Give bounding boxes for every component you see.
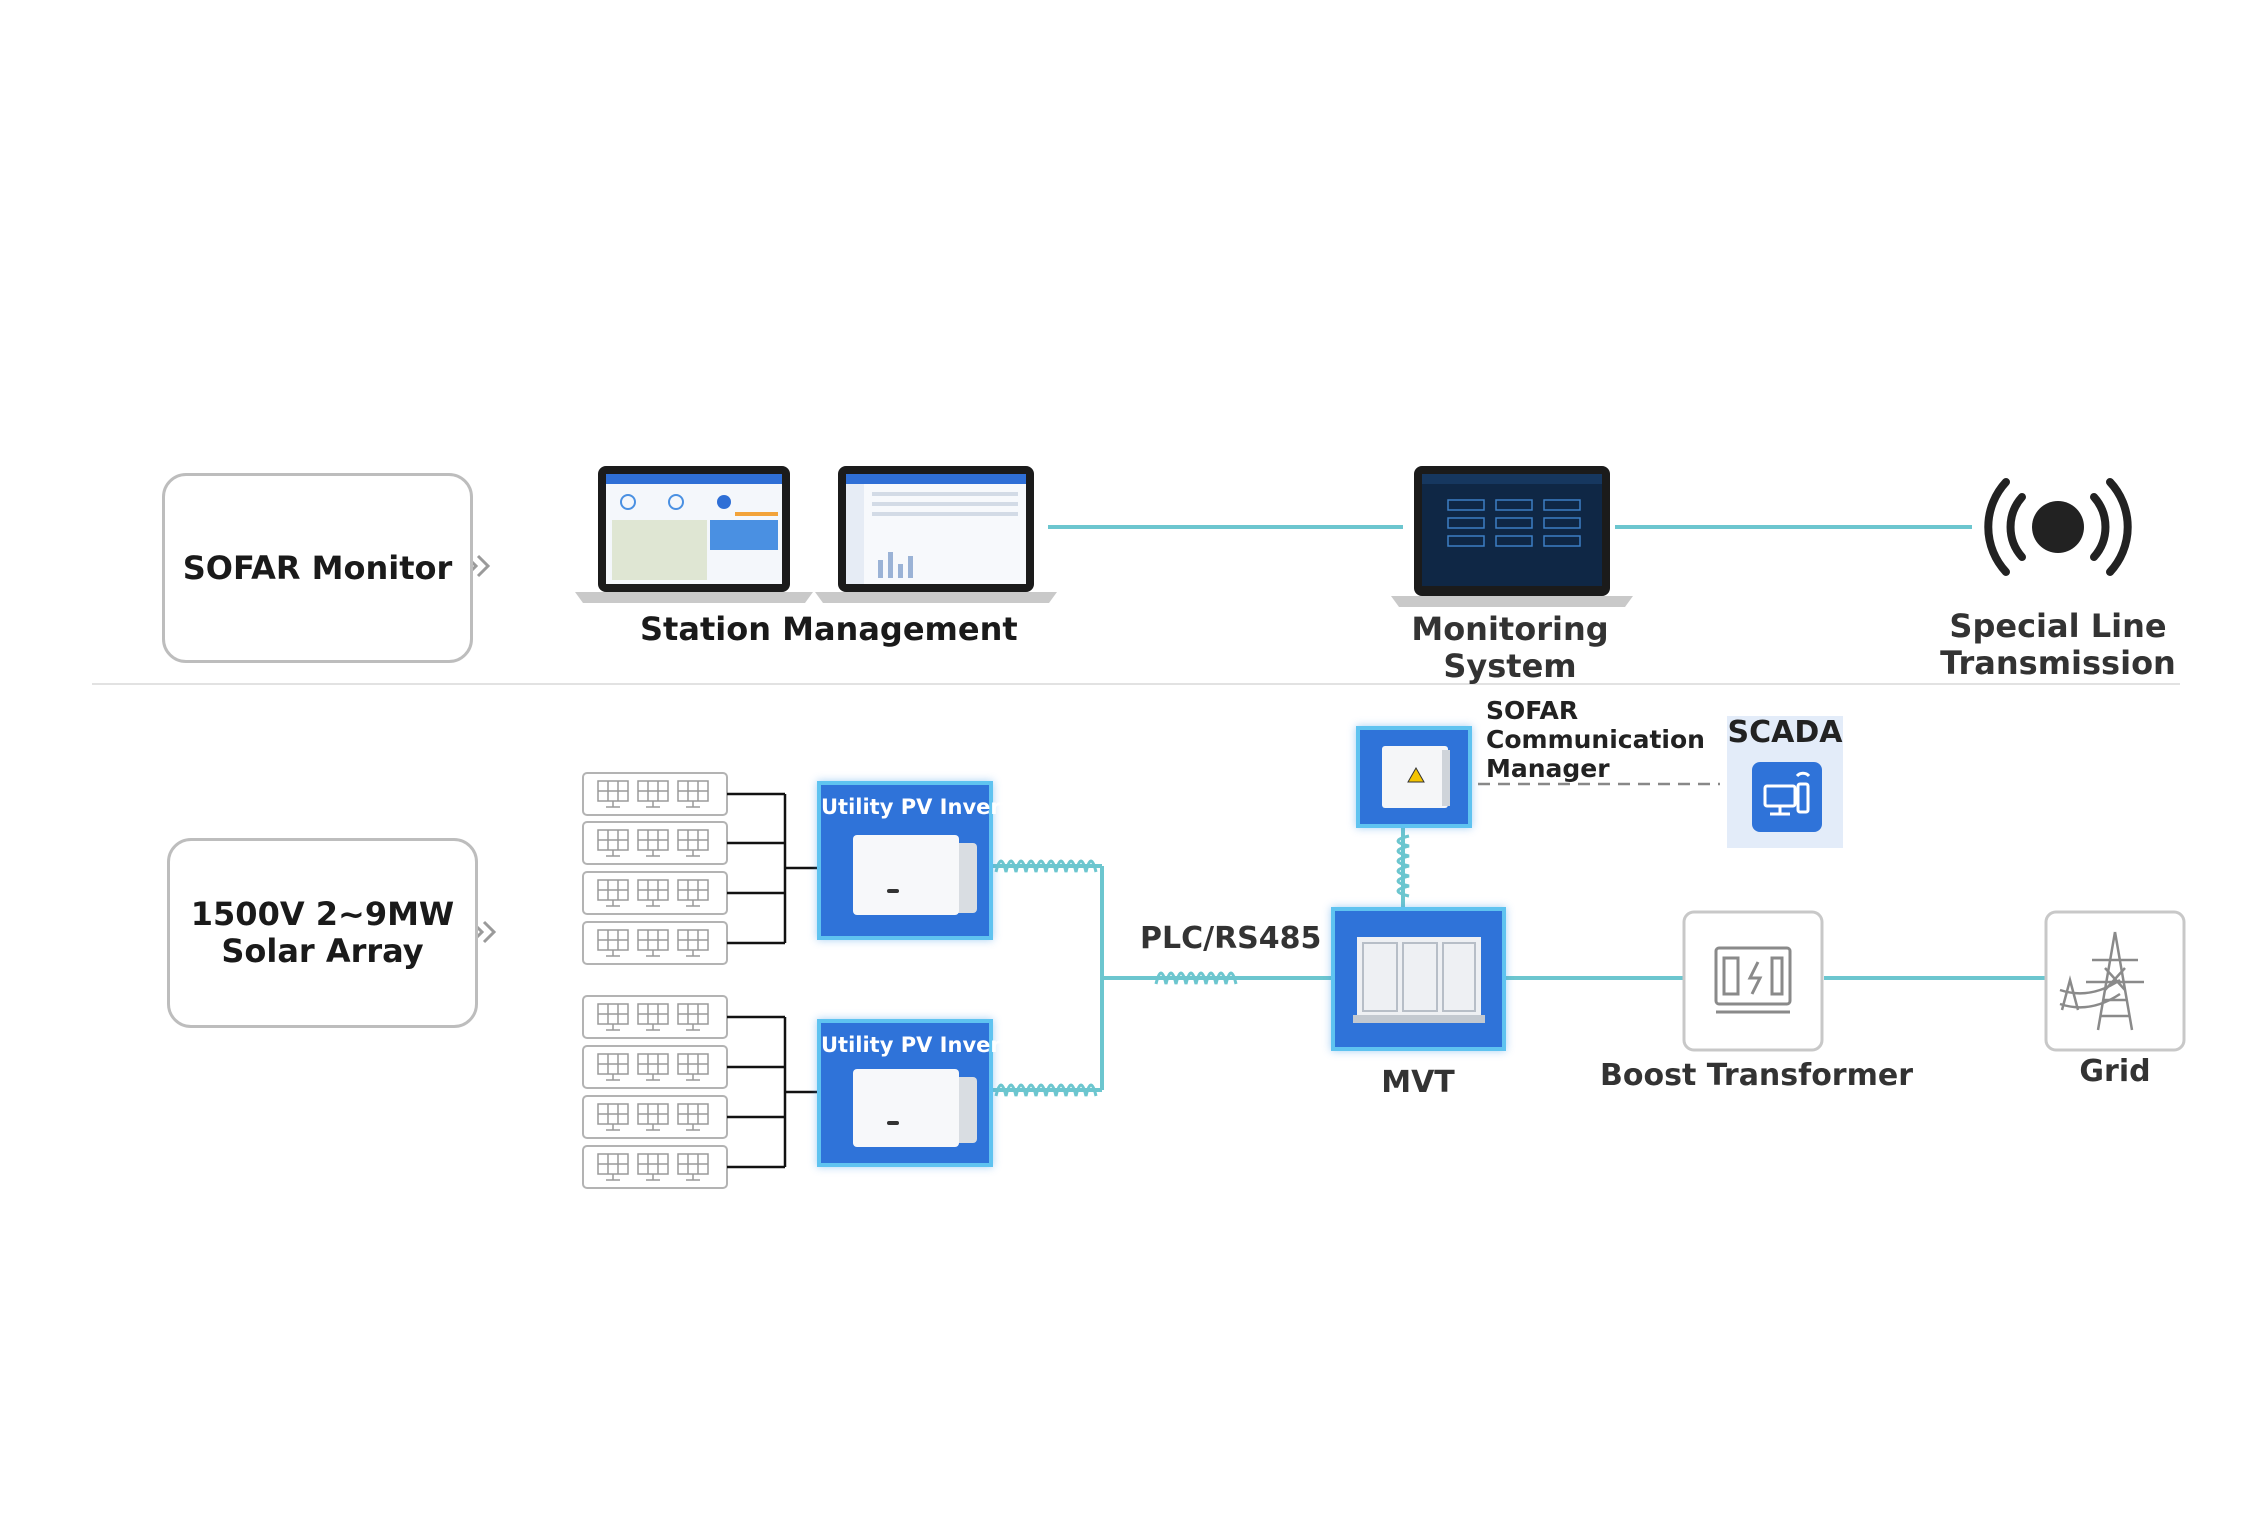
solar-panel-array (582, 772, 728, 1189)
coil-plc (1154, 971, 1238, 985)
solar-panel-row (582, 1045, 728, 1089)
transformer-icon (1714, 946, 1792, 1014)
solar-panel-row (582, 995, 728, 1039)
broadcast-icon (1984, 478, 2132, 576)
comm-manager-device (1356, 726, 1472, 828)
sofar-monitor-label: SOFAR Monitor (182, 548, 453, 587)
laptop-icon-station-2 (815, 466, 1057, 603)
solar-panel-row (582, 1145, 728, 1189)
solar-panel-row (582, 871, 728, 915)
inverter-bottom-label: Utility PV Inverter (821, 1033, 1036, 1057)
string-wiring (727, 792, 817, 1169)
mvt-label: MVT (1381, 1065, 1455, 1100)
scada-icon-bg (1752, 762, 1822, 832)
scada-label: SCADA (1727, 715, 1843, 750)
solar-array-box: 1500V 2~9MW Solar Array (167, 838, 478, 1028)
inverter-icon (853, 835, 977, 915)
grid-label: Grid (2079, 1054, 2151, 1089)
solar-panel-row (582, 821, 728, 865)
cabinet-icon (1382, 746, 1450, 808)
mvt-device (1331, 907, 1506, 1051)
mvt-icon (1353, 937, 1485, 1023)
boost-transformer-box (1682, 910, 1824, 1052)
sofar-monitor-box: SOFAR Monitor (162, 473, 473, 663)
laptop-icon-station-1 (575, 466, 813, 603)
solar-panel-row (582, 1095, 728, 1139)
plc-rs485-label: PLC/RS485 (1140, 921, 1322, 956)
bus-lines (992, 828, 2046, 1092)
power-tower-icon (2059, 931, 2144, 1031)
inverter-bottom: Utility PV Inverter (817, 1019, 1036, 1167)
laptop-icon-monitoring (1391, 466, 1633, 607)
inverter-top: Utility PV Inverter (817, 781, 1036, 940)
string-wire (727, 792, 817, 945)
solar-panel-row (582, 772, 728, 816)
coil-bottom (994, 1083, 1098, 1097)
computer-icon (1763, 771, 1811, 816)
inverter-icon (853, 1069, 977, 1147)
coil-top (994, 859, 1098, 873)
inverter-top-label: Utility PV Inverter (821, 795, 1036, 819)
string-wire (727, 1015, 817, 1169)
solar-array-label-2: Solar Array (221, 932, 424, 970)
solar-panel-row (582, 921, 728, 965)
solar-array-label-1: 1500V 2~9MW (190, 895, 455, 934)
coil-vertical (1396, 834, 1410, 898)
boost-transformer-label: Boost Transformer (1600, 1058, 1914, 1093)
station-management-label: Station Management (640, 610, 1018, 648)
